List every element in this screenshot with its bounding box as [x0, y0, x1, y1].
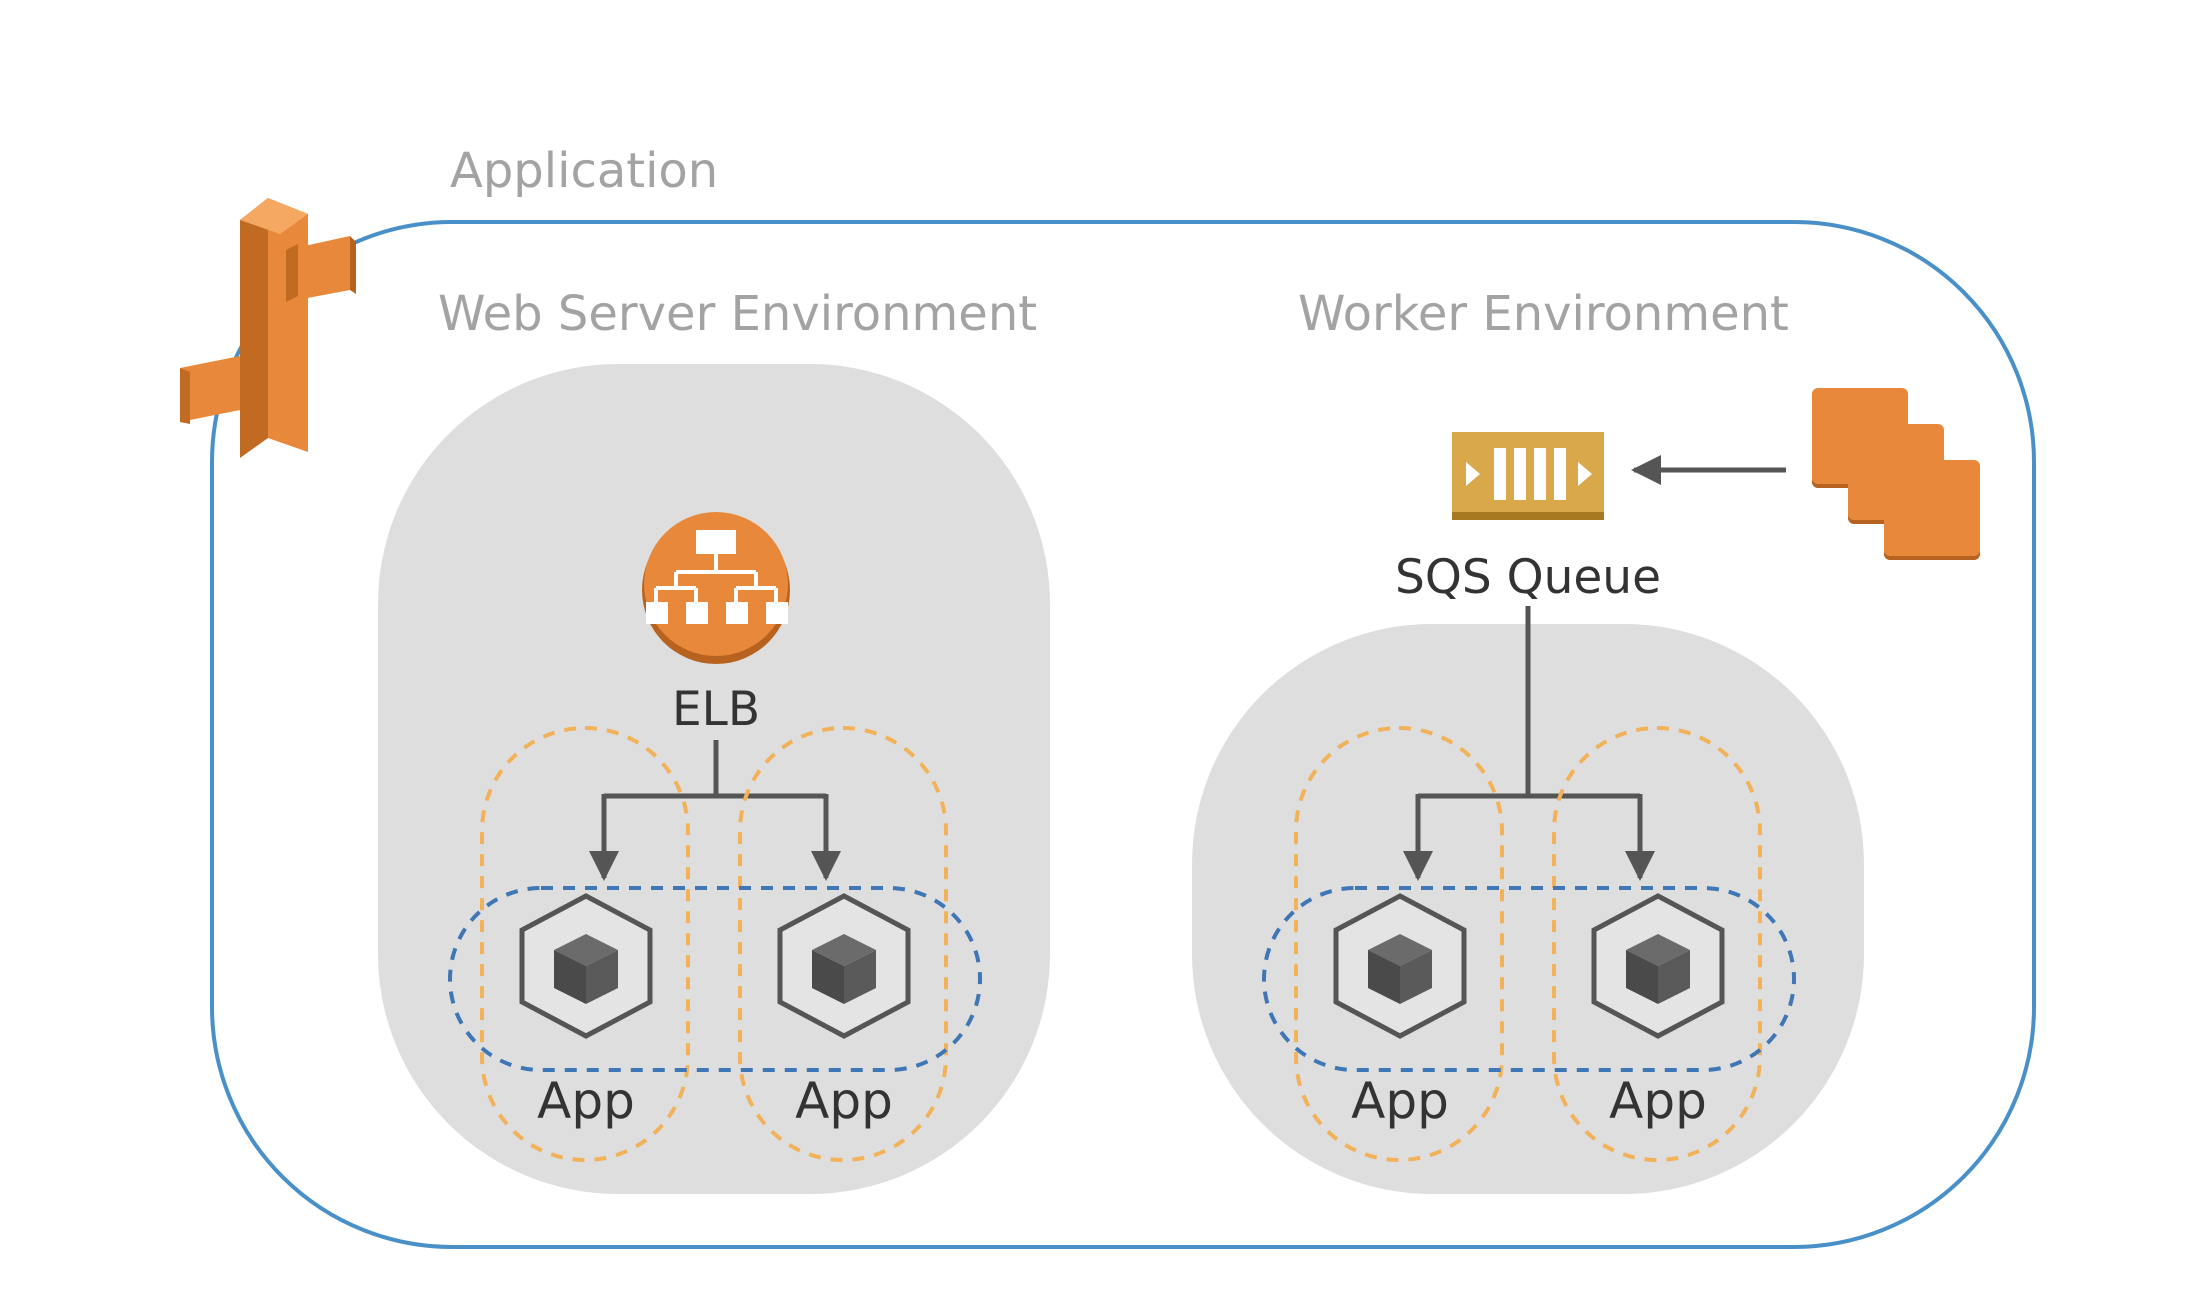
cube-icon — [519, 893, 653, 1039]
sqs-queue-icon — [1452, 432, 1604, 520]
sqs-connector — [1418, 606, 1640, 799]
web-az-left — [480, 726, 690, 1162]
worker-env-container — [1192, 624, 1864, 1194]
elastic-beanstalk-icon — [180, 198, 356, 458]
application-label: Application — [450, 143, 718, 199]
worker-az-right — [1552, 726, 1762, 1162]
web-app-label-1: App — [537, 1072, 635, 1130]
worker-subnet — [1262, 886, 1796, 1072]
web-subnet — [448, 886, 982, 1072]
worker-app-label-1: App — [1351, 1072, 1449, 1130]
ec2-instances-icon — [1812, 388, 1980, 560]
sqs-queue-label: SQS Queue — [1395, 550, 1661, 605]
cube-icon — [1591, 893, 1725, 1039]
elb-label: ELB — [672, 682, 760, 737]
web-az-right — [738, 726, 948, 1162]
cube-icon — [777, 893, 911, 1039]
worker-env-title: Worker Environment — [1298, 286, 1789, 342]
web-app-label-2: App — [795, 1072, 893, 1130]
load-balancer-icon — [642, 512, 790, 664]
cube-icon — [1333, 893, 1467, 1039]
worker-az-left — [1294, 726, 1504, 1162]
elb-connector — [604, 740, 826, 799]
worker-app-label-2: App — [1609, 1072, 1707, 1130]
application-boundary — [210, 220, 2036, 1249]
web-env-title: Web Server Environment — [438, 286, 1037, 342]
